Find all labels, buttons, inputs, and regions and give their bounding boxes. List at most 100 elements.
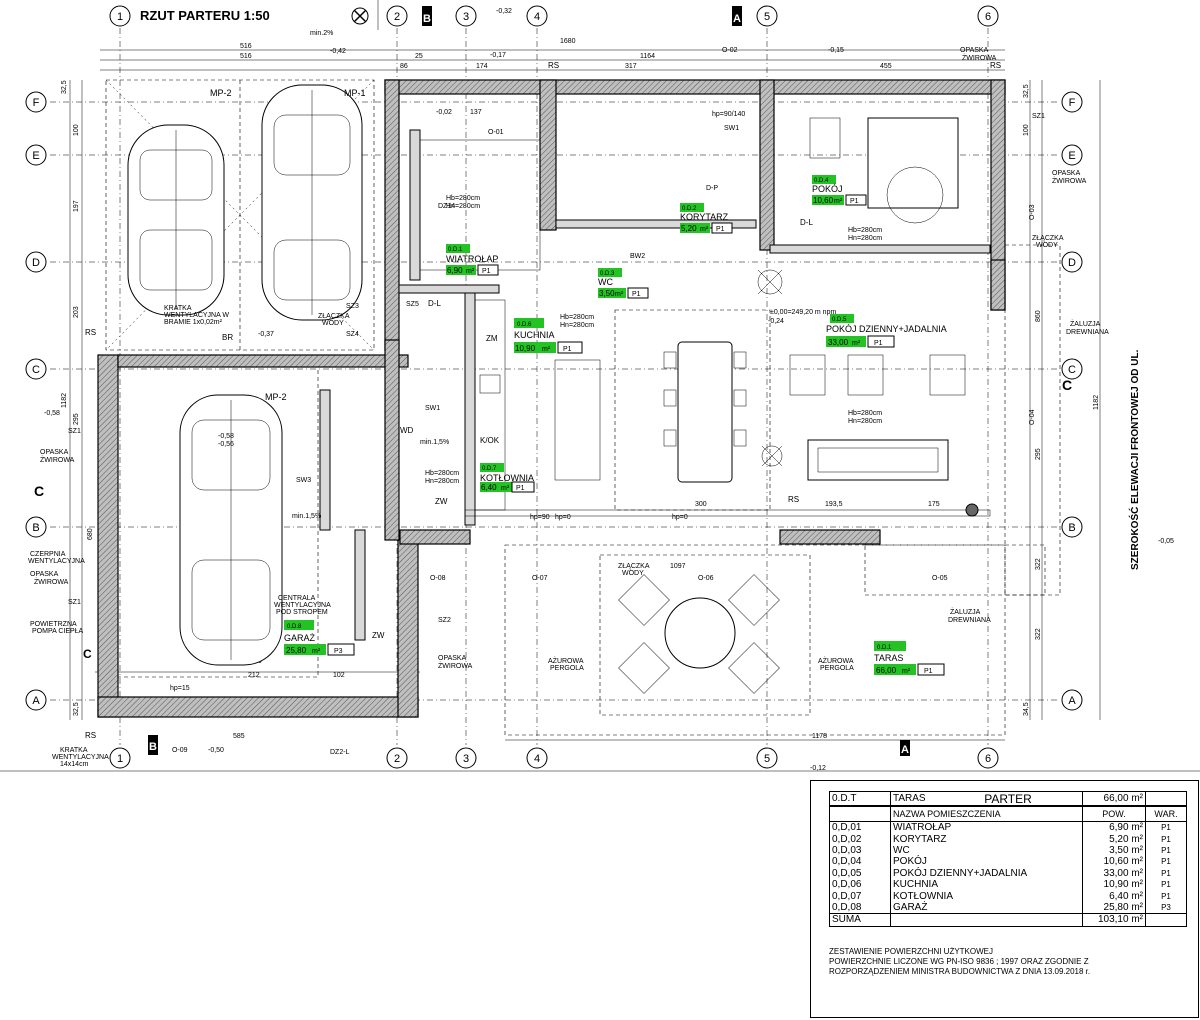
- svg-text:F: F: [1069, 97, 1076, 109]
- svg-text:6,90: 6,90: [447, 266, 463, 275]
- svg-text:PERGOLA: PERGOLA: [550, 665, 584, 672]
- svg-text:O-05: O-05: [932, 575, 948, 582]
- svg-text:D-L: D-L: [428, 299, 441, 308]
- room-tag: 0.D.4 POKÓJ 10,60 m² P1: [812, 175, 867, 206]
- svg-text:OPASKA: OPASKA: [960, 47, 989, 54]
- svg-text:6: 6: [985, 11, 991, 23]
- car-icon: [179, 394, 283, 666]
- table-row: 0.D.T TARAS 66,00 m²: [829, 791, 1187, 806]
- svg-text:ŻWIROWA: ŻWIROWA: [1052, 176, 1087, 185]
- svg-text:CZERPNIA: CZERPNIA: [30, 551, 66, 558]
- svg-text:ŻWIROWA: ŻWIROWA: [438, 661, 473, 670]
- svg-text:PERGOLA: PERGOLA: [820, 665, 854, 672]
- svg-text:SW3: SW3: [296, 477, 311, 484]
- svg-text:hp=90/140: hp=90/140: [712, 111, 745, 118]
- svg-text:WENTYLACYJNA: WENTYLACYJNA: [274, 602, 331, 609]
- svg-text:F: F: [33, 97, 40, 109]
- parking-label: MP-2: [265, 392, 287, 402]
- svg-text:O-01: O-01: [488, 129, 504, 136]
- svg-text:BW2: BW2: [630, 253, 645, 260]
- svg-text:100: 100: [73, 124, 80, 136]
- svg-text:680: 680: [87, 528, 94, 540]
- svg-text:86: 86: [400, 63, 408, 70]
- room-tag: 0.D.3 WC 3,50 m² P1: [598, 268, 649, 299]
- svg-text:DZ2-L: DZ2-L: [330, 749, 350, 756]
- svg-text:hp=0: hp=0: [555, 514, 571, 521]
- svg-text:P1: P1: [924, 668, 933, 675]
- terrace-furniture: [599, 554, 811, 716]
- svg-text:ZM: ZM: [486, 334, 498, 343]
- svg-text:TARAS: TARAS: [874, 653, 903, 663]
- svg-text:1182: 1182: [61, 393, 68, 408]
- svg-text:WENTYLACYJNA W: WENTYLACYJNA W: [164, 312, 229, 319]
- svg-text:SW1: SW1: [425, 405, 440, 412]
- svg-text:WENTYLACYJNA: WENTYLACYJNA: [28, 558, 85, 565]
- svg-text:0.D.2: 0.D.2: [682, 206, 697, 212]
- svg-text:Hn=280cm: Hn=280cm: [425, 478, 459, 485]
- svg-text:m²: m²: [852, 340, 861, 347]
- svg-text:1178: 1178: [812, 733, 827, 740]
- svg-text:SW1: SW1: [724, 125, 739, 132]
- svg-text:ZŁĄCZKA: ZŁĄCZKA: [318, 313, 350, 320]
- svg-text:0.D.8: 0.D.8: [287, 624, 302, 630]
- svg-text:AŻUROWA: AŻUROWA: [548, 656, 584, 665]
- svg-text:-0,15: -0,15: [828, 47, 844, 54]
- svg-text:WODY: WODY: [322, 320, 344, 327]
- svg-text:4: 4: [534, 11, 540, 23]
- svg-text:14x14cm: 14x14cm: [60, 761, 89, 768]
- svg-text:-0,32: -0,32: [496, 8, 512, 15]
- svg-text:-0,17: -0,17: [490, 52, 506, 59]
- svg-text:SZ4: SZ4: [346, 331, 359, 338]
- svg-text:C: C: [34, 483, 44, 499]
- axis-bubbles-top: 1 2 3 4 5 6: [109, 5, 999, 27]
- svg-text:Hn=280cm: Hn=280cm: [560, 322, 594, 329]
- svg-text:m²: m²: [312, 648, 321, 655]
- svg-text:POMPA CIEPŁA: POMPA CIEPŁA: [32, 628, 84, 635]
- svg-text:WODY: WODY: [1036, 242, 1058, 249]
- svg-text:102: 102: [333, 672, 345, 679]
- svg-text:C: C: [32, 364, 40, 376]
- svg-text:WD: WD: [400, 426, 414, 435]
- svg-text:BR: BR: [222, 333, 233, 342]
- svg-text:O-03: O-03: [1029, 204, 1036, 220]
- axis-bubbles-left: F E D C B A: [25, 91, 47, 711]
- svg-text:212: 212: [248, 672, 260, 679]
- svg-text:RS: RS: [548, 61, 559, 70]
- svg-text:32,5: 32,5: [61, 80, 68, 94]
- svg-text:SZ3: SZ3: [346, 303, 359, 310]
- svg-text:203: 203: [73, 306, 80, 318]
- svg-text:hp=90: hp=90: [530, 514, 550, 521]
- svg-text:B: B: [1068, 522, 1075, 534]
- dining-table: [663, 341, 747, 483]
- svg-text:5,20: 5,20: [681, 224, 697, 233]
- svg-text:ŻWIROWA: ŻWIROWA: [962, 53, 997, 62]
- svg-text:C: C: [1068, 364, 1076, 376]
- col-area-header: POW.: [1082, 806, 1146, 822]
- room-schedule: PARTER NAZWA POMIESZCZENIA POW. WAR. 0,D…: [810, 780, 1199, 1018]
- svg-text:295: 295: [1035, 448, 1042, 460]
- svg-text:RS: RS: [85, 328, 96, 337]
- svg-text:KORYTARZ: KORYTARZ: [680, 212, 729, 222]
- svg-text:-0,56: -0,56: [218, 441, 234, 448]
- svg-text:D: D: [1068, 257, 1076, 269]
- room-tag: 6,40 m² P1: [480, 481, 535, 493]
- svg-text:25: 25: [415, 53, 423, 60]
- svg-text:-0,02: -0,02: [436, 109, 452, 116]
- svg-text:P3: P3: [334, 648, 343, 655]
- svg-text:D-P: D-P: [706, 185, 718, 192]
- svg-text:P1: P1: [874, 340, 883, 347]
- sofa: [789, 354, 966, 481]
- car-icon: [127, 124, 225, 316]
- svg-text:317: 317: [625, 63, 637, 70]
- svg-text:0.D.5: 0.D.5: [832, 317, 847, 323]
- svg-text:B: B: [149, 741, 157, 753]
- svg-text:4: 4: [534, 753, 540, 765]
- svg-text:-0,12: -0,12: [810, 765, 826, 772]
- svg-text:O-08: O-08: [430, 575, 446, 582]
- svg-text:ŻALUZJA: ŻALUZJA: [950, 607, 981, 616]
- svg-text:SZ1: SZ1: [68, 599, 81, 606]
- svg-text:P1: P1: [850, 198, 859, 205]
- svg-text:B: B: [32, 522, 39, 534]
